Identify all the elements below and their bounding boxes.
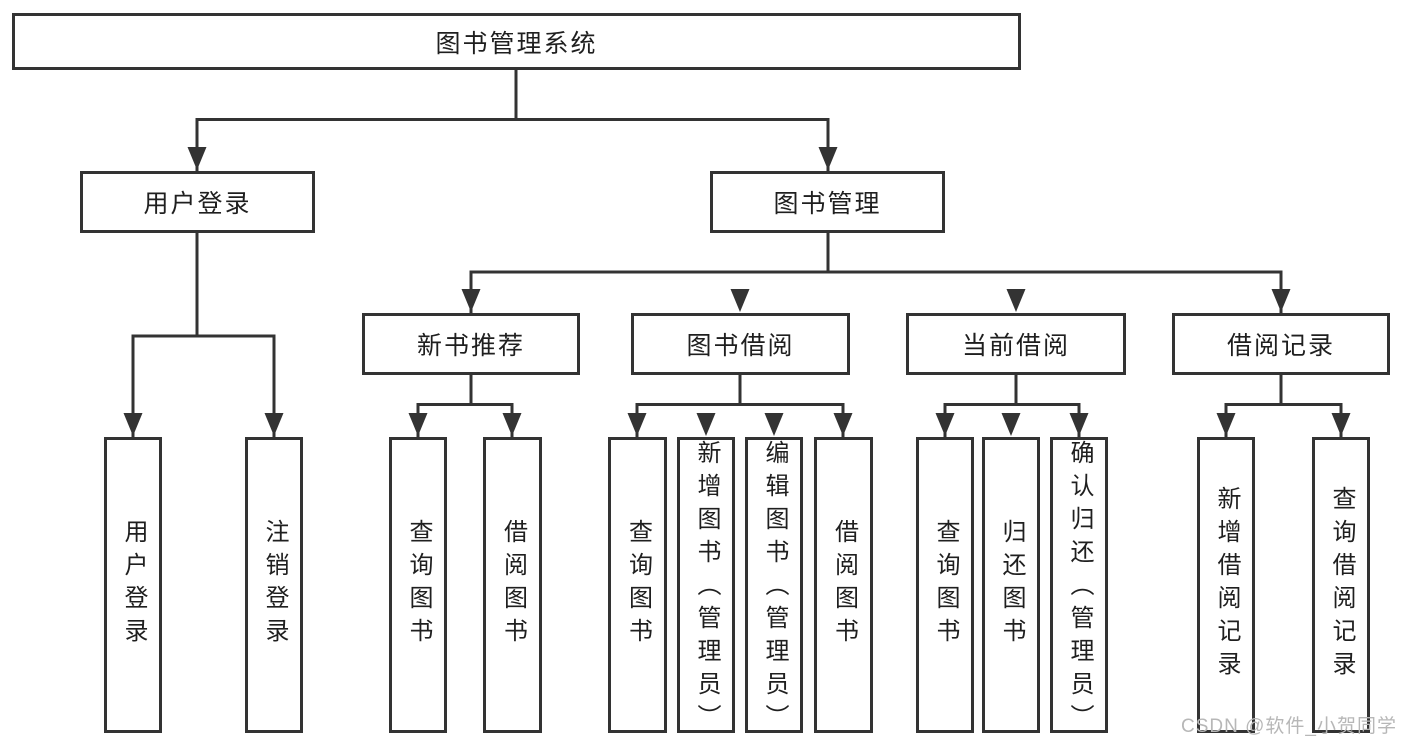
connector-new-book-recommend-to-leaves — [408, 375, 522, 437]
connector-bar — [195, 118, 830, 171]
node-label: 借阅图书 — [499, 519, 527, 651]
connector-root-to-level2 — [187, 70, 838, 171]
node-label: 查询借阅记录 — [1328, 486, 1355, 684]
leaf-confirm-return-admin: 确认归还（管理员） — [1050, 437, 1108, 737]
node-label: 借阅图书 — [830, 519, 858, 651]
node-label: 编辑图书（管理员） — [761, 440, 788, 737]
node-label: 图书管理 — [773, 190, 882, 218]
node-book-borrow: 图书借阅 — [631, 313, 850, 375]
arrowhead-down-icon — [123, 413, 143, 436]
arrowhead-down-icon — [696, 413, 716, 436]
leaf-user-login: 用户登录 — [104, 437, 162, 733]
arrowhead-down-icon — [1069, 413, 1089, 436]
node-label: 查询图书 — [932, 519, 959, 651]
arrowhead-down-icon — [1271, 289, 1291, 312]
arrowhead-down-icon — [461, 289, 481, 312]
node-label: 用户登录 — [143, 190, 252, 218]
node-label: 用户登录 — [120, 519, 147, 651]
leaf-current-query-books: 查询图书 — [916, 437, 974, 733]
leaf-borrow-query-books: 查询图书 — [608, 437, 667, 733]
node-root-library-management-system: 图书管理系统 — [12, 13, 1021, 70]
connector-borrow-records-to-leaves — [1216, 375, 1351, 437]
node-label: 查询图书 — [624, 519, 652, 651]
arrowhead-down-icon — [1216, 413, 1236, 436]
node-label: 确认归还（管理员） — [1066, 440, 1093, 737]
node-label: 归还图书 — [998, 519, 1025, 651]
node-book-management: 图书管理 — [710, 171, 945, 233]
leaf-add-borrow-record: 新增借阅记录 — [1197, 437, 1255, 733]
node-label: 新增图书（管理员） — [693, 440, 720, 737]
arrowhead-down-icon — [833, 413, 853, 436]
arrowhead-down-icon — [1006, 289, 1026, 312]
node-borrow-records: 借阅记录 — [1172, 313, 1390, 375]
connector-bar — [469, 270, 1283, 313]
node-label: 新增借阅记录 — [1213, 486, 1240, 684]
arrowhead-down-icon — [264, 413, 284, 436]
connector-bar — [416, 403, 514, 437]
connector-bar — [131, 334, 276, 437]
connector-bar — [1224, 403, 1343, 437]
arrowhead-down-icon — [1001, 413, 1021, 436]
leaf-logout: 注销登录 — [245, 437, 303, 733]
node-label: 查询图书 — [405, 519, 432, 651]
connector-user-login-to-leaves — [123, 233, 284, 437]
node-label: 注销登录 — [261, 519, 288, 651]
node-label: 图书借阅 — [686, 332, 795, 360]
leaf-edit-books-admin: 编辑图书（管理员） — [745, 437, 803, 737]
arrowhead-down-icon — [935, 413, 955, 436]
arrowhead-down-icon — [730, 289, 750, 312]
node-new-book-recommend: 新书推荐 — [362, 313, 580, 375]
arrowhead-down-icon — [764, 413, 784, 436]
leaf-query-borrow-record: 查询借阅记录 — [1312, 437, 1370, 733]
leaf-recommend-query-books: 查询图书 — [389, 437, 447, 733]
connector-book-borrow-to-leaves — [627, 375, 853, 437]
node-label: 当前借阅 — [961, 332, 1070, 360]
arrowhead-down-icon — [818, 147, 838, 170]
node-label: 图书管理系统 — [435, 29, 598, 58]
node-current-borrow: 当前借阅 — [906, 313, 1126, 375]
arrowhead-down-icon — [187, 147, 207, 170]
leaf-recommend-borrow-books: 借阅图书 — [483, 437, 542, 733]
csdn-watermark: CSDN @软件_小贺同学 — [1181, 716, 1397, 737]
leaf-return-books: 归还图书 — [982, 437, 1040, 733]
connector-current-borrow-to-leaves — [935, 375, 1089, 437]
leaf-add-books-admin: 新增图书（管理员） — [677, 437, 735, 737]
connector-bar — [635, 403, 845, 437]
node-label: 借阅记录 — [1226, 332, 1335, 360]
arrowhead-down-icon — [627, 413, 647, 436]
leaf-borrow-books: 借阅图书 — [814, 437, 873, 733]
node-user-login: 用户登录 — [80, 171, 315, 233]
arrowhead-down-icon — [408, 413, 428, 436]
arrowhead-down-icon — [502, 413, 522, 436]
node-label: 新书推荐 — [416, 332, 525, 360]
arrowhead-down-icon — [1331, 413, 1351, 436]
connector-book-management-to-level3 — [461, 233, 1291, 313]
